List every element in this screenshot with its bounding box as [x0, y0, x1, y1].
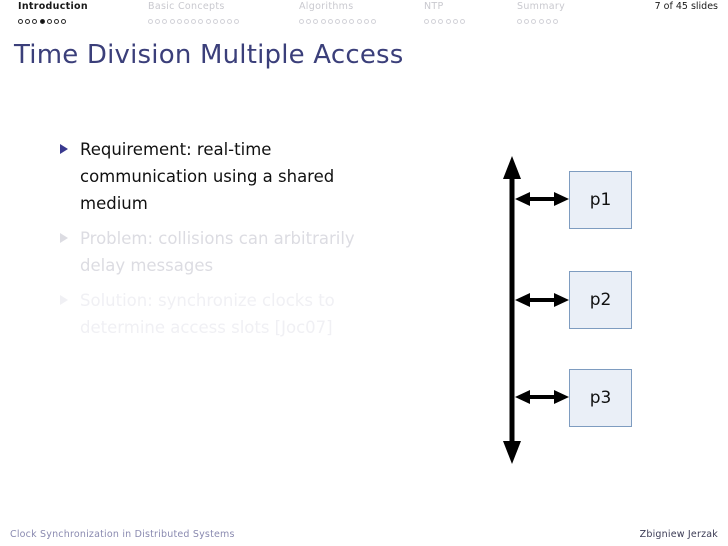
nav-dot[interactable]	[155, 18, 161, 24]
bullet-triangle-icon	[60, 295, 68, 305]
nav-dot[interactable]	[25, 18, 31, 24]
nav-dot[interactable]	[438, 18, 444, 24]
shared-medium-bus-arrow	[503, 156, 521, 464]
list-item-label: Solution: synchronize clocks to determin…	[80, 291, 335, 337]
nav-dot[interactable]	[524, 18, 530, 24]
nav-dot[interactable]	[46, 18, 52, 24]
nav-dot[interactable]	[227, 18, 233, 24]
slide-counter: 7 of 45 slides	[654, 1, 718, 12]
nav-dot[interactable]	[327, 18, 333, 24]
nav-dot[interactable]	[538, 18, 544, 24]
list-item: Requirement: real-time communication usi…	[58, 136, 385, 217]
nav-section-summary[interactable]: Summary	[517, 1, 565, 27]
nav-dot[interactable]	[183, 18, 189, 24]
nav-section-label: Introduction	[18, 1, 88, 12]
link-arrow-p1	[515, 192, 569, 206]
nav-dot[interactable]	[363, 18, 369, 24]
list-item: Solution: synchronize clocks to determin…	[58, 287, 385, 341]
nav-dot[interactable]	[517, 18, 522, 24]
nav-dot[interactable]	[176, 18, 182, 24]
process-node-p3: p3	[569, 369, 632, 427]
footer-presentation-title: Clock Synchronization in Distributed Sys…	[10, 529, 235, 540]
page-title: Time Division Multiple Access	[14, 40, 404, 70]
nav-dot[interactable]	[452, 18, 458, 24]
bullet-triangle-icon	[60, 233, 68, 243]
list-item-label: Requirement: real-time communication usi…	[80, 140, 335, 213]
nav-dot[interactable]	[334, 18, 340, 24]
bullet-list: Requirement: real-time communication usi…	[58, 136, 458, 349]
nav-dot[interactable]	[61, 18, 67, 24]
nav-dot[interactable]	[234, 18, 240, 24]
nav-dot[interactable]	[342, 18, 348, 24]
process-node-label: p2	[589, 290, 612, 310]
nav-section-dots	[18, 15, 88, 27]
nav-dot[interactable]	[349, 18, 355, 24]
nav-dot-current[interactable]	[39, 18, 45, 24]
process-node-label: p3	[589, 388, 612, 408]
nav-section-dots	[424, 15, 467, 27]
bullet-triangle-icon	[60, 144, 68, 154]
nav-dot[interactable]	[299, 18, 304, 24]
nav-dot[interactable]	[424, 18, 429, 24]
nav-dot[interactable]	[219, 18, 225, 24]
nav-section-dots	[299, 15, 378, 27]
nav-dot[interactable]	[313, 18, 319, 24]
nav-dot[interactable]	[370, 18, 376, 24]
list-item: Problem: collisions can arbitrarily dela…	[58, 225, 385, 279]
nav-section-label: Algorithms	[299, 1, 354, 12]
process-node-label: p1	[589, 190, 612, 210]
link-arrow-p2	[515, 293, 569, 307]
list-item-label: Problem: collisions can arbitrarily dela…	[80, 229, 355, 275]
nav-dot[interactable]	[18, 18, 23, 24]
footer-author: Zbigniew Jerzak	[639, 529, 718, 540]
process-node-p2: p2	[569, 271, 632, 329]
nav-section-label: NTP	[424, 1, 444, 12]
nav-dot[interactable]	[356, 18, 362, 24]
nav-dot[interactable]	[431, 18, 437, 24]
nav-dot[interactable]	[32, 18, 38, 24]
nav-section-dots	[148, 15, 241, 27]
process-node-p1: p1	[569, 171, 632, 229]
nav-dot[interactable]	[198, 18, 204, 24]
link-arrow-p3	[515, 390, 569, 404]
nav-dot[interactable]	[459, 18, 465, 24]
nav-dot[interactable]	[306, 18, 312, 24]
nav-dot[interactable]	[162, 18, 168, 24]
nav-section-algorithms[interactable]: Algorithms	[299, 1, 378, 27]
nav-section-ntp[interactable]: NTP	[424, 1, 467, 27]
nav-section-introduction[interactable]: Introduction	[18, 1, 88, 27]
nav-section-dots	[517, 15, 565, 27]
nav-dot[interactable]	[445, 18, 451, 24]
nav-section-label: Basic Concepts	[148, 1, 225, 12]
nav-dot[interactable]	[545, 18, 551, 24]
nav-dot[interactable]	[320, 18, 326, 24]
nav-dot[interactable]	[205, 18, 211, 24]
nav-dot[interactable]	[191, 18, 197, 24]
nav-section-label: Summary	[517, 1, 566, 12]
slide-navigation-bar: Introduction Basic Concepts Algorithms NTP S…	[0, 0, 728, 30]
nav-dot[interactable]	[212, 18, 218, 24]
nav-dot[interactable]	[148, 18, 153, 24]
nav-dot[interactable]	[531, 18, 537, 24]
nav-dot[interactable]	[552, 18, 558, 24]
diagram-arrows	[503, 156, 569, 464]
tdma-diagram: p1 p2 p3	[470, 150, 720, 470]
nav-section-basic-concepts[interactable]: Basic Concepts	[148, 1, 241, 27]
nav-dot[interactable]	[169, 18, 175, 24]
nav-dot[interactable]	[53, 18, 59, 24]
